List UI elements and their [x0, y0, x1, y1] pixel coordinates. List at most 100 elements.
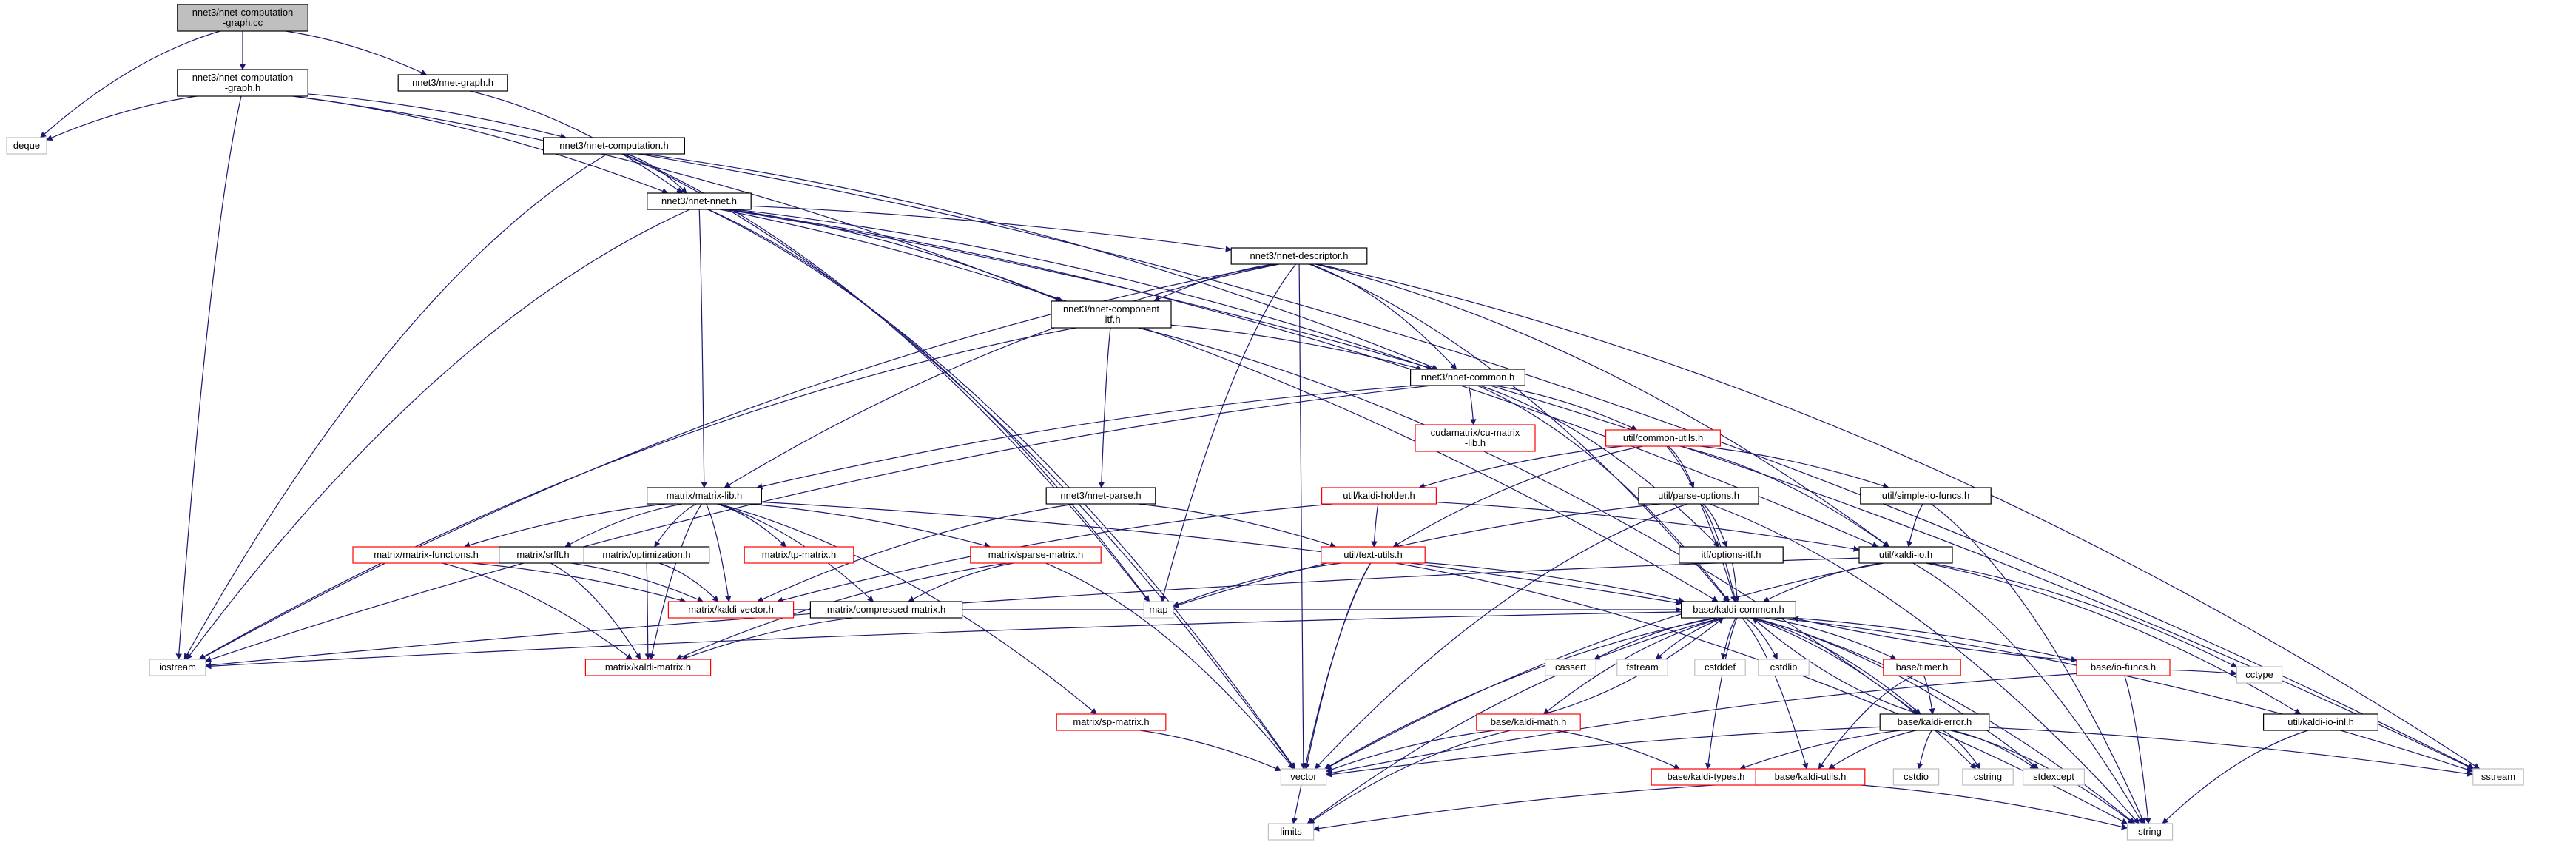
node-label: util/kaldi-io-inl.h: [2287, 716, 2354, 727]
graph-node-holder[interactable]: util/kaldi-holder.h: [1321, 487, 1437, 505]
node-box: [667, 601, 795, 619]
graph-node-string: string: [2126, 823, 2174, 841]
graph-node-optim[interactable]: matrix/optimization.h: [583, 546, 710, 564]
edge-cutils-to-popts: [1668, 445, 1695, 488]
node-label: base/kaldi-math.h: [1491, 716, 1567, 727]
edge-cutils-to-kio: [1679, 445, 1889, 548]
edge-kerror-to-kcommon: [1752, 617, 1921, 715]
graph-node-tpm[interactable]: matrix/tp-matrix.h: [744, 546, 854, 564]
edge-holder-to-textu: [1371, 503, 1379, 548]
node-label: base/kaldi-common.h: [1693, 604, 1784, 615]
graph-node-kutils[interactable]: base/kaldi-utils.h: [1755, 768, 1866, 786]
node-label: base/kaldi-types.h: [1668, 771, 1745, 782]
edge-textu-to-vector: [1304, 562, 1372, 770]
node-box: [1962, 768, 2014, 786]
edge-nnet-to-sstream: [724, 209, 2474, 770]
graph-node-compitf[interactable]: nnet3/nnet-component-itf.h: [1051, 300, 1172, 329]
node-label: nnet3/nnet-computation: [192, 7, 294, 18]
node-box: [1230, 247, 1368, 265]
graph-node-fstream: fstream: [1616, 659, 1668, 676]
edge-kerror-to-sstream: [1989, 727, 2474, 777]
graph-node-cumatrix[interactable]: cudamatrix/cu-matrix-lib.h: [1415, 424, 1536, 452]
graph-node-iofuncs[interactable]: base/io-funcs.h: [2076, 659, 2171, 676]
edge-common-to-cutils: [1494, 385, 1638, 431]
graph-node-timer[interactable]: base/timer.h: [1883, 659, 1961, 676]
graph-node-compm[interactable]: matrix/compressed-matrix.h: [809, 601, 963, 619]
edge-kioinl-to-string: [2162, 730, 2309, 824]
graph-node-cctype: cctype: [2236, 666, 2283, 684]
edge-cgh-to-iostream: [175, 95, 242, 660]
node-box: [2023, 768, 2086, 786]
graph-node-kio[interactable]: util/kaldi-io.h: [1858, 546, 1953, 564]
graph-node-kmat[interactable]: matrix/kaldi-matrix.h: [584, 659, 712, 676]
node-box: [1267, 823, 1315, 841]
node-label: limits: [1280, 826, 1302, 837]
graph-node-ktypes[interactable]: base/kaldi-types.h: [1651, 768, 1761, 786]
edge-cutils-to-textu: [1392, 445, 1643, 548]
graph-node-popts[interactable]: util/parse-options.h: [1638, 487, 1759, 505]
graph-node-optsitf[interactable]: itf/options-itf.h: [1679, 546, 1784, 564]
edge-kcommon-to-sstream: [1775, 617, 2474, 773]
node-box: [2126, 823, 2174, 841]
edge-compm-to-kmat: [681, 617, 853, 661]
edge-comp-to-common: [644, 153, 1439, 371]
graph-node-comp[interactable]: nnet3/nnet-computation.h: [542, 137, 685, 155]
edge-textu-to-map: [1173, 562, 1341, 608]
graph-node-sparse[interactable]: matrix/sparse-matrix.h: [970, 546, 1102, 564]
graph-node-cgh[interactable]: nnet3/nnet-computation-graph.h: [177, 69, 308, 97]
graph-node-parse[interactable]: nnet3/nnet-parse.h: [1045, 487, 1156, 505]
edge-kerror-to-stdexcept: [1952, 730, 2037, 770]
graph-node-kvec[interactable]: matrix/kaldi-vector.h: [667, 601, 795, 619]
edge-kcommon-to-kerror: [1753, 617, 1921, 715]
node-box: [1860, 487, 1992, 505]
graph-node-textu[interactable]: util/text-utils.h: [1321, 546, 1426, 564]
node-box: [1143, 601, 1174, 619]
node-label: matrix/compressed-matrix.h: [827, 604, 945, 615]
graph-node-kcommon[interactable]: base/kaldi-common.h: [1681, 601, 1797, 619]
edge-kcommon-to-cassert: [1594, 617, 1716, 660]
graph-node-common[interactable]: nnet3/nnet-common.h: [1409, 369, 1525, 386]
node-label: base/io-funcs.h: [2091, 662, 2156, 673]
graph-node-srfft[interactable]: matrix/srfft.h: [498, 546, 587, 564]
node-box: [1679, 546, 1784, 564]
graph-node-mlib[interactable]: matrix/matrix-lib.h: [646, 487, 762, 505]
edge-comp-to-vector: [622, 153, 1295, 770]
node-box: [2076, 659, 2171, 676]
edge-popts-to-string: [1709, 503, 2140, 824]
graph-node-kmath[interactable]: base/kaldi-math.h: [1476, 713, 1581, 731]
node-box: [2236, 666, 2283, 684]
edge-kutils-to-string: [1861, 784, 2128, 830]
edge-desc-to-common: [1310, 263, 1457, 370]
edge-nnet-to-kio: [726, 209, 1879, 548]
edge-iofuncs-to-string: [2124, 675, 2151, 824]
node-label: cstdio: [1904, 771, 1929, 782]
graph-node-nnet[interactable]: nnet3/nnet-nnet.h: [647, 192, 752, 210]
node-box: [1638, 487, 1759, 505]
graph-node-ngraph[interactable]: nnet3/nnet-graph.h: [397, 74, 508, 92]
node-box: [1681, 601, 1797, 619]
node-box: [1879, 713, 1990, 731]
edge-kcommon-to-timer: [1764, 617, 1897, 660]
graph-node-root[interactable]: nnet3/nnet-computation-graph.cc: [177, 4, 308, 32]
graph-node-siof[interactable]: util/simple-io-funcs.h: [1860, 487, 1992, 505]
node-box: [1616, 659, 1668, 676]
graph-node-stdexcept: stdexcept: [2023, 768, 2086, 786]
graph-node-mfunc[interactable]: matrix/matrix-functions.h: [352, 546, 500, 564]
edge-timer-to-kutils: [1818, 675, 1915, 770]
node-label: util/kaldi-io.h: [1879, 549, 1932, 560]
graph-node-kerror[interactable]: base/kaldi-error.h: [1879, 713, 1990, 731]
node-box: [1545, 659, 1596, 676]
node-label: matrix/matrix-functions.h: [374, 549, 479, 560]
node-label: nnet3/nnet-graph.h: [412, 77, 493, 88]
edge-root-to-deque: [39, 30, 220, 138]
edge-kutils-to-limits: [1312, 782, 1756, 832]
graph-node-iostream: iostream: [149, 659, 206, 676]
edge-kmath-to-kcommon: [1543, 617, 1724, 715]
edge-kcommon-to-cstdlib: [1744, 617, 1778, 660]
graph-node-kioinl[interactable]: util/kaldi-io-inl.h: [2263, 713, 2379, 731]
node-label: matrix/kaldi-vector.h: [688, 604, 774, 615]
graph-node-desc[interactable]: nnet3/nnet-descriptor.h: [1230, 247, 1368, 265]
graph-node-spm[interactable]: matrix/sp-matrix.h: [1056, 713, 1167, 731]
edge-cutils-to-kcommon: [1666, 445, 1737, 602]
graph-node-cutils[interactable]: util/common-utils.h: [1605, 429, 1722, 447]
